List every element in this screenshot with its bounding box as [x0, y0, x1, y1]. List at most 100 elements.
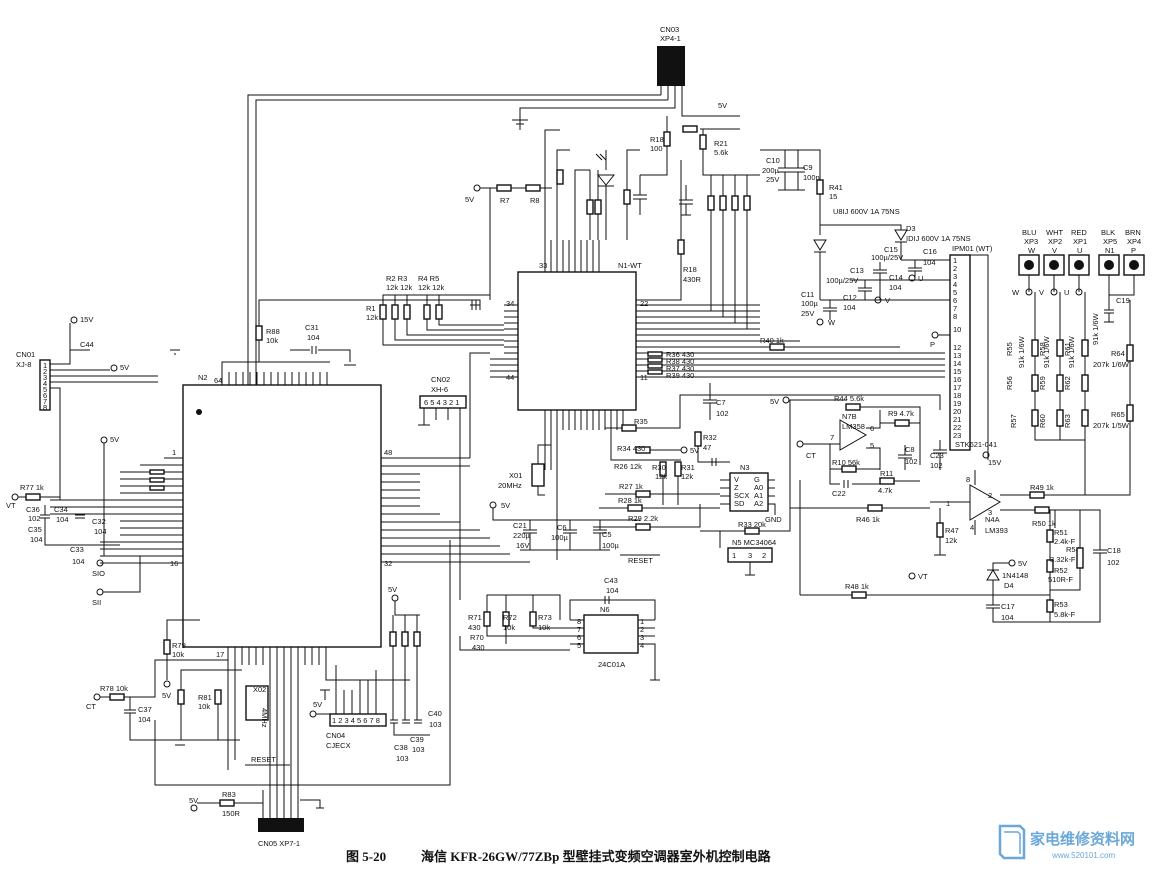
svg-text:104: 104	[843, 303, 856, 312]
connector-cn05: CN05 XP7-1	[258, 818, 304, 848]
svg-text:5: 5	[870, 441, 874, 450]
svg-text:BLK: BLK	[1101, 228, 1115, 237]
svg-text:430: 430	[468, 623, 481, 632]
svg-text:R8: R8	[530, 196, 540, 205]
terminal-brn: BRN XP4 P	[1123, 228, 1145, 276]
svg-text:R11: R11	[880, 469, 893, 478]
svg-text:R28 1k: R28 1k	[618, 496, 642, 505]
svg-text:R46 1k: R46 1k	[856, 515, 880, 524]
svg-text:102: 102	[28, 514, 41, 523]
svg-text:17: 17	[216, 650, 224, 659]
svg-text:3: 3	[953, 272, 957, 281]
cn01-label: CN01	[16, 350, 35, 359]
svg-text:5: 5	[953, 288, 957, 297]
svg-text:102: 102	[1107, 558, 1120, 567]
svg-text:8: 8	[953, 312, 957, 321]
svg-text:5V: 5V	[110, 435, 119, 444]
cn02-label-b: XH-6	[431, 385, 448, 394]
cn05-label: CN05 XP7-1	[258, 839, 300, 848]
svg-text:103: 103	[396, 754, 409, 763]
svg-text:R70: R70	[470, 633, 484, 642]
svg-text:6: 6	[43, 391, 47, 400]
svg-text:10k: 10k	[172, 650, 184, 659]
terminal-wht: WHT XP2 V	[1043, 228, 1065, 276]
svg-text:N1: N1	[1105, 246, 1115, 255]
svg-text:10: 10	[953, 325, 961, 334]
svg-text:15V: 15V	[80, 315, 93, 324]
svg-text:R57: R57	[1009, 414, 1018, 428]
svg-text:LM393: LM393	[985, 526, 1008, 535]
svg-text:8: 8	[577, 617, 581, 626]
svg-text:RED: RED	[1071, 228, 1087, 237]
svg-text:100: 100	[650, 144, 663, 153]
svg-text:R50 1k: R50 1k	[1032, 519, 1056, 528]
svg-text:C23: C23	[930, 451, 944, 460]
svg-text:C17: C17	[1001, 602, 1015, 611]
svg-text:VT: VT	[6, 501, 16, 510]
svg-text:N7B: N7B	[842, 412, 857, 421]
svg-text:R37 430: R37 430	[666, 364, 694, 373]
svg-text:R88: R88	[266, 327, 280, 336]
svg-text:C36: C36	[26, 505, 40, 514]
svg-text:U: U	[1077, 246, 1082, 255]
svg-text:3: 3	[748, 551, 752, 560]
svg-text:1: 1	[953, 256, 957, 265]
svg-text:R38 430: R38 430	[666, 357, 694, 366]
watermark: 家电维修资料网 www.520101.com	[998, 824, 1135, 860]
svg-text:C18: C18	[1107, 546, 1121, 555]
cn03-label: CN03	[660, 25, 679, 34]
svg-text:104: 104	[94, 527, 107, 536]
svg-text:R51: R51	[1054, 528, 1068, 537]
svg-text:R10 56k: R10 56k	[832, 458, 860, 467]
svg-text:5V: 5V	[770, 397, 779, 406]
svg-text:R79: R79	[172, 641, 186, 650]
svg-text:W: W	[1028, 246, 1036, 255]
svg-text:N4A: N4A	[985, 515, 1000, 524]
svg-text:C6: C6	[557, 523, 567, 532]
svg-text:5V: 5V	[313, 700, 322, 709]
svg-text:15V: 15V	[988, 458, 1001, 467]
chip-n3: N3 V Z SCX SD G A0 A1 A2	[729, 463, 769, 512]
svg-text:4: 4	[640, 641, 644, 650]
svg-text:C38: C38	[394, 743, 408, 752]
svg-text:8: 8	[966, 475, 970, 484]
svg-text:U: U	[918, 274, 923, 283]
svg-text:R40 1k: R40 1k	[760, 336, 784, 345]
n5-label: N5 MC34064	[732, 538, 776, 547]
svg-text:25V: 25V	[766, 175, 779, 184]
svg-text:CT: CT	[806, 451, 816, 460]
svg-text:1N4148: 1N4148	[1002, 571, 1028, 580]
svg-text:R9 4.7k: R9 4.7k	[888, 409, 914, 418]
cn03-label-b: XP4-1	[660, 34, 681, 43]
svg-text:4.7k: 4.7k	[878, 486, 892, 495]
svg-text:R60: R60	[1038, 414, 1047, 428]
svg-text:X02: X02	[253, 685, 266, 694]
svg-text:1: 1	[732, 551, 736, 560]
svg-text:64: 64	[214, 376, 222, 385]
svg-text:104: 104	[30, 535, 43, 544]
svg-text:5V: 5V	[162, 691, 171, 700]
svg-text:5: 5	[577, 641, 581, 650]
svg-text:R36 430: R36 430	[666, 350, 694, 359]
svg-text:R31: R31	[681, 463, 695, 472]
n1-label: N1-WT	[618, 261, 642, 270]
svg-text:C32: C32	[92, 517, 106, 526]
connector-cn04: 1 2 3 4 5 6 7 8 CN04 CJECX	[326, 713, 387, 750]
svg-text:20MHz: 20MHz	[498, 481, 522, 490]
svg-text:R59: R59	[1038, 376, 1047, 390]
svg-text:R18: R18	[650, 135, 664, 144]
svg-text:R41: R41	[829, 183, 843, 192]
svg-text:104: 104	[56, 515, 69, 524]
svg-text:R52: R52	[1054, 566, 1068, 575]
svg-text:207k 1/6W: 207k 1/6W	[1093, 360, 1130, 369]
svg-text:LM358: LM358	[842, 422, 865, 431]
svg-text:47: 47	[703, 443, 711, 452]
svg-text:R48 1k: R48 1k	[845, 582, 869, 591]
chip-n1: N1-WT 33 34 44 22 11	[506, 261, 648, 411]
svg-text:5V: 5V	[1018, 559, 1027, 568]
svg-text:104: 104	[1001, 613, 1014, 622]
svg-text:Z: Z	[734, 483, 739, 492]
svg-text:3: 3	[640, 633, 644, 642]
svg-text:33: 33	[539, 261, 547, 270]
